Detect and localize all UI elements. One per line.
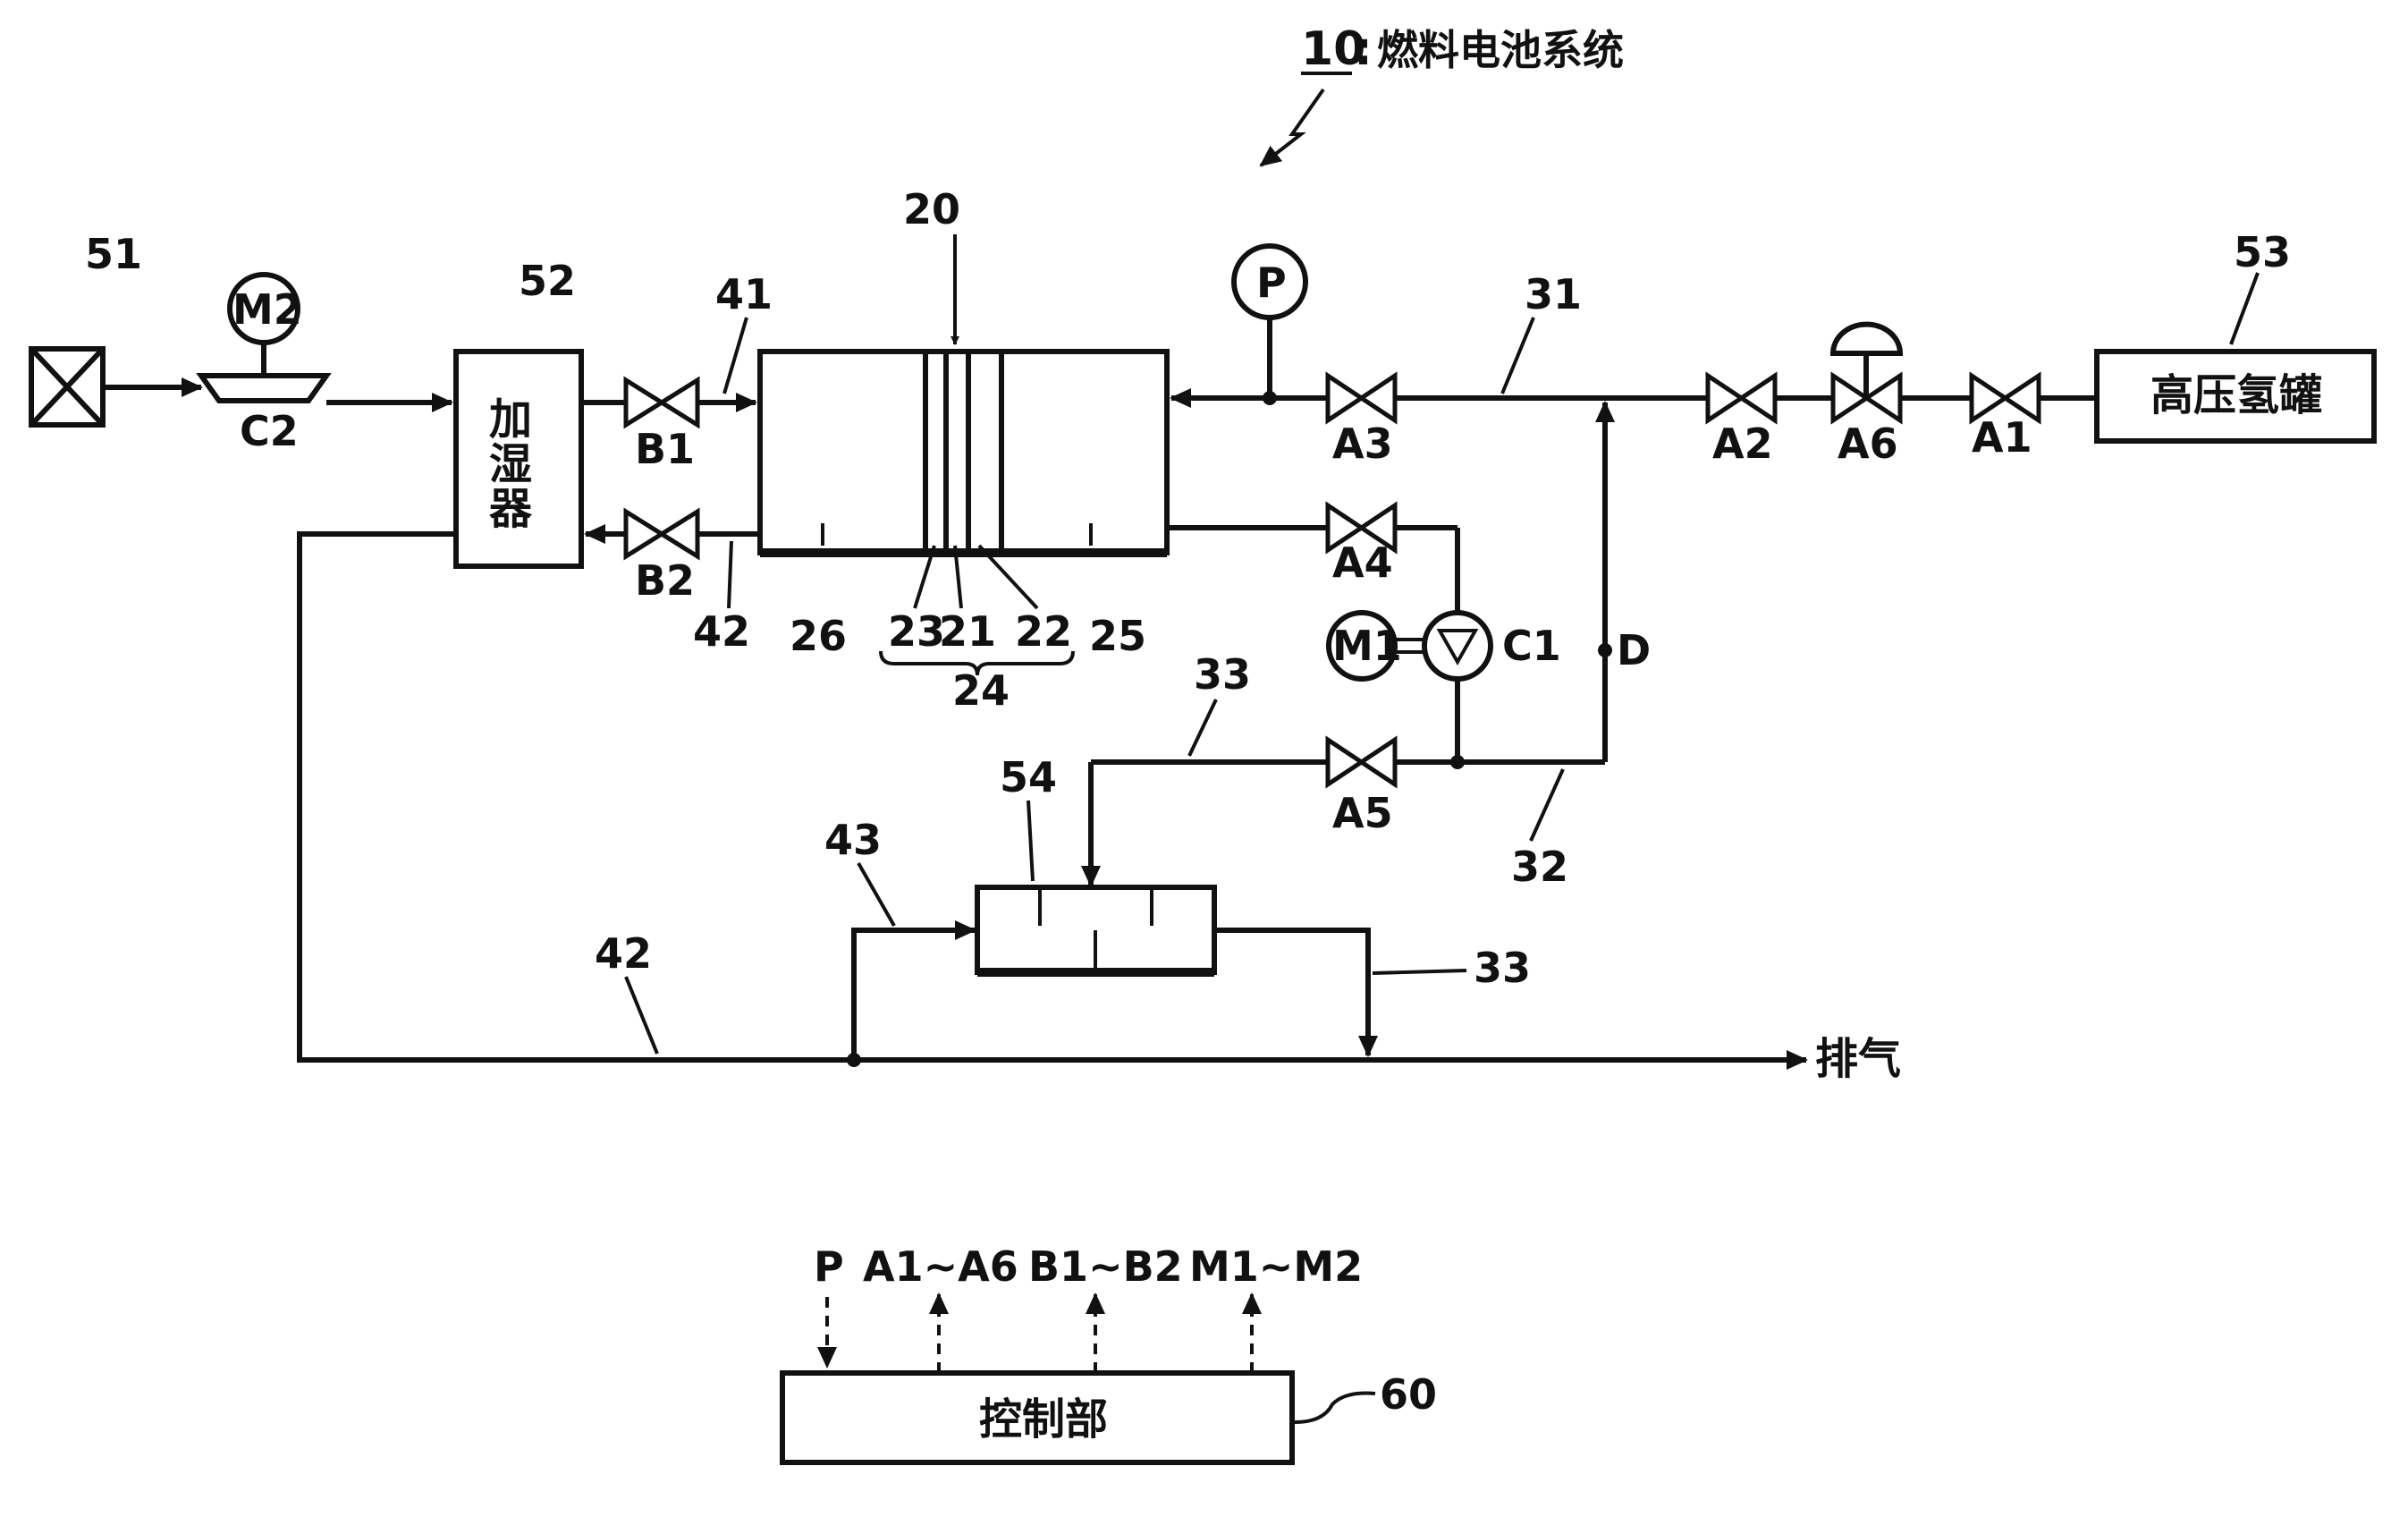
hydrogen-supply-leader <box>1500 317 1535 394</box>
purge-line-lower-label: 33 <box>1474 944 1531 992</box>
purge-upper-leader <box>1187 699 1218 757</box>
mea-layers <box>923 352 1004 553</box>
air-exhaust-return-line <box>297 531 1808 1070</box>
pump-motor <box>1326 610 1398 682</box>
fuel-cell-label: 20 <box>903 185 960 233</box>
anode-label: 25 <box>1089 612 1146 660</box>
title-pointer-arrow <box>1259 88 1325 167</box>
signal-m-label: M1~M2 <box>1189 1242 1363 1291</box>
controller-label: 60 <box>1380 1370 1437 1419</box>
hydrogen-supply-line-label: 31 <box>1525 270 1582 318</box>
mea-label: 24 <box>952 666 1010 715</box>
junction-d-label: D <box>1617 626 1651 674</box>
compressor-motor-label: M2 <box>232 285 302 334</box>
exhaust-label: 排气 <box>1815 1034 1901 1084</box>
drain-line-label: 43 <box>824 816 882 864</box>
humidifier-label: 52 <box>519 257 576 305</box>
cathode-electrode-leader <box>913 545 936 609</box>
valve-a1-label: A1 <box>1972 413 2032 462</box>
membrane-leader <box>953 545 963 609</box>
anode-electrode-label: 22 <box>1015 607 1072 656</box>
drain-line <box>851 920 976 1060</box>
air-exhaust-leader <box>727 540 733 609</box>
signal-p-label: P <box>814 1242 844 1291</box>
circulation-leader <box>1529 768 1565 842</box>
pump-motor-label: M1 <box>1332 622 1402 670</box>
signal-a-label: A1~A6 <box>863 1242 1018 1291</box>
valve-a2-label: A2 <box>1712 420 1773 468</box>
junction-d-dot <box>1598 643 1612 657</box>
controller <box>780 1370 1295 1465</box>
valve-a2 <box>1705 371 1778 425</box>
purge-lower-leader <box>1372 969 1467 975</box>
valve-b2 <box>623 507 700 561</box>
compressor-label: C2 <box>240 407 299 455</box>
signal-b-label: B1~B2 <box>1028 1242 1183 1291</box>
system-title: 10 : 燃料电池系统 <box>1301 22 1624 76</box>
svg-text::: : <box>1354 22 1373 76</box>
valve-b1 <box>623 376 700 429</box>
valve-a5-label: A5 <box>1332 789 1393 837</box>
pressure-sensor-label: P <box>1256 258 1287 307</box>
pump-triangle <box>1436 629 1479 666</box>
humidifier-name-3: 器 <box>489 484 533 534</box>
controller-name: 控制部 <box>979 1394 1108 1445</box>
separator-label: 54 <box>1000 753 1057 801</box>
cathode-electrode-label: 23 <box>888 607 945 656</box>
pressure-sensor <box>1231 243 1308 320</box>
hydrogen-tank <box>2094 349 2377 444</box>
air-supply-leader <box>722 317 748 394</box>
valve-a6 <box>1829 321 1904 425</box>
air-filter-label: 51 <box>85 230 142 278</box>
valve-a4 <box>1325 501 1398 555</box>
pump-label: C1 <box>1502 622 1561 670</box>
humidifier <box>453 349 584 569</box>
compressor <box>196 272 332 403</box>
valve-a5 <box>1325 735 1398 789</box>
circulation-line-label: 32 <box>1511 843 1568 891</box>
hydrogen-tank-label: 53 <box>2234 228 2291 276</box>
svg-text:燃料电池系统: 燃料电池系统 <box>1377 26 1624 74</box>
exhaust-junction-dot <box>847 1053 861 1067</box>
valve-a3 <box>1325 371 1398 425</box>
air-exhaust-line-label: 42 <box>693 607 750 656</box>
hydrogen-tank-name: 高压氢罐 <box>2150 370 2322 420</box>
fuel-cell <box>757 349 1170 555</box>
valve-b1-label: B1 <box>635 425 695 473</box>
valve-a3-label: A3 <box>1332 420 1393 468</box>
air-exhaust-lower-leader <box>624 976 659 1055</box>
valve-a1 <box>1969 371 2041 425</box>
cathode-label: 26 <box>790 612 847 660</box>
air-filter <box>29 346 106 428</box>
membrane-label: 21 <box>939 607 996 656</box>
svg-text:10: 10 <box>1301 22 1365 76</box>
air-exhaust-lower-label: 42 <box>595 929 652 978</box>
anode-electrode-leader <box>977 544 1039 610</box>
purge-line-upper-label: 33 <box>1194 650 1251 699</box>
hydrogen-tank-leader <box>2229 272 2260 345</box>
humidifier-name-1: 加 <box>489 394 532 445</box>
separator-leader <box>1027 800 1035 882</box>
humidifier-name-2: 湿 <box>489 439 532 489</box>
pressure-sensor-dot <box>1263 391 1277 405</box>
valve-a6-label: A6 <box>1838 420 1898 468</box>
circulation-pump <box>1422 610 1493 682</box>
valve-b2-label: B2 <box>635 556 695 605</box>
controller-leader <box>1294 1391 1376 1424</box>
air-supply-line-label: 41 <box>715 270 773 318</box>
valve-a4-label: A4 <box>1332 538 1393 587</box>
mea-brace <box>879 650 1075 676</box>
drain-leader <box>857 862 896 927</box>
separator-purge-out <box>1214 928 1378 1057</box>
